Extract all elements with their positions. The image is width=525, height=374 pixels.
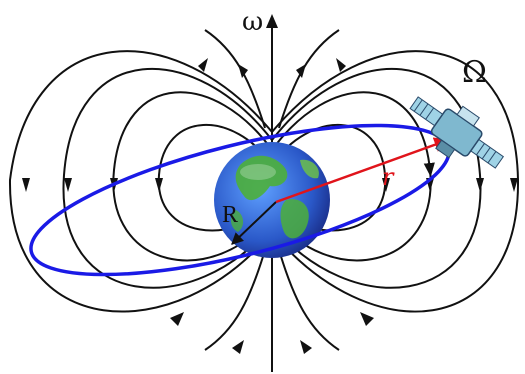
field-arrowhead — [360, 312, 374, 326]
orbit-radius-label: r — [382, 163, 395, 191]
omega-upper-label: Ω — [462, 55, 487, 90]
field-arrowhead — [198, 58, 208, 72]
field-arrowhead — [382, 178, 390, 192]
field-arrowhead — [238, 64, 248, 78]
field-arrowhead — [64, 178, 72, 192]
field-arrowhead — [170, 312, 184, 326]
field-arrowhead — [300, 340, 312, 354]
orbit-radius-vector — [275, 137, 450, 204]
earth-globe-icon — [214, 142, 330, 258]
field-line — [204, 249, 266, 351]
earth-radius-vector — [231, 201, 277, 245]
field-line — [62, 67, 273, 289]
field-line — [112, 91, 273, 262]
field-arrowhead — [510, 178, 518, 192]
field-arrowhead — [232, 340, 244, 354]
earth-radius-label: R — [222, 202, 238, 228]
field-line — [271, 67, 482, 289]
field-arrowhead — [266, 14, 278, 28]
field-line — [271, 50, 520, 313]
field-line — [278, 249, 340, 351]
field-arrowhead — [296, 64, 306, 78]
field-arrowhead — [22, 178, 30, 192]
field-arrowhead — [336, 58, 346, 72]
omega-lower-label: ω — [242, 7, 263, 37]
field-arrowhead — [155, 178, 163, 192]
satellite-icon — [409, 96, 505, 169]
field-line — [8, 50, 273, 313]
field-line — [271, 91, 435, 262]
field-arrowhead — [476, 178, 484, 192]
